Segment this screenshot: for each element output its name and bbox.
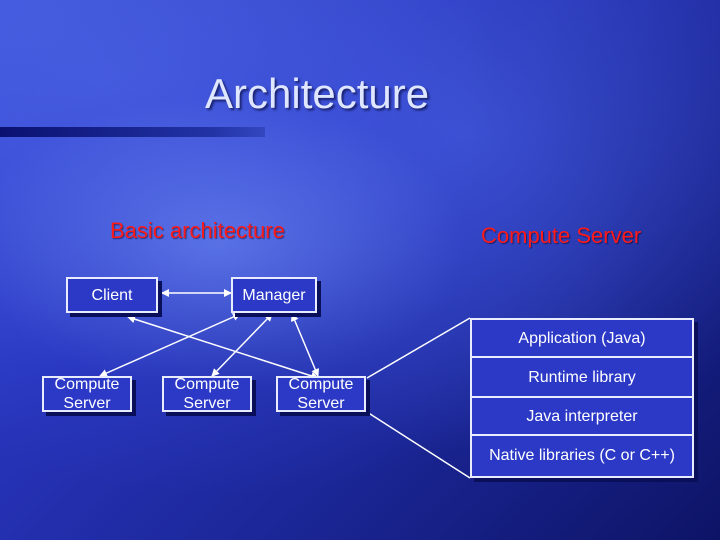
zoom-line-bottom bbox=[366, 411, 471, 479]
client-box: Client bbox=[66, 277, 158, 313]
manager-server1-arrow bbox=[99, 313, 241, 377]
manager-box: Manager bbox=[231, 277, 317, 313]
client-server3-arrow bbox=[127, 315, 319, 380]
compute-server-box-3: Compute Server bbox=[276, 376, 366, 412]
manager-server3-arrow bbox=[291, 313, 319, 377]
zoom-line-top bbox=[366, 317, 471, 379]
layer-runtime-library: Runtime library bbox=[528, 369, 636, 386]
compute-server-box-1: Compute Server bbox=[42, 376, 132, 412]
layer-application: Application (Java) bbox=[518, 330, 646, 347]
title-underline-bar bbox=[0, 127, 265, 137]
layer-java-interpreter: Java interpreter bbox=[526, 408, 638, 425]
basic-architecture-heading: Basic architecture bbox=[110, 218, 285, 243]
stack-divider bbox=[472, 396, 692, 398]
stack-divider bbox=[472, 356, 692, 358]
compute-server-stack: Application (Java) Runtime library Java … bbox=[470, 318, 694, 478]
manager-server2-arrow bbox=[211, 313, 273, 377]
compute-server-heading: Compute Server bbox=[481, 223, 642, 248]
compute-server-box-2: Compute Server bbox=[162, 376, 252, 412]
stack-divider bbox=[472, 434, 692, 436]
slide-title: Architecture bbox=[205, 70, 430, 117]
layer-native-libraries: Native libraries (C or C++) bbox=[489, 447, 675, 464]
